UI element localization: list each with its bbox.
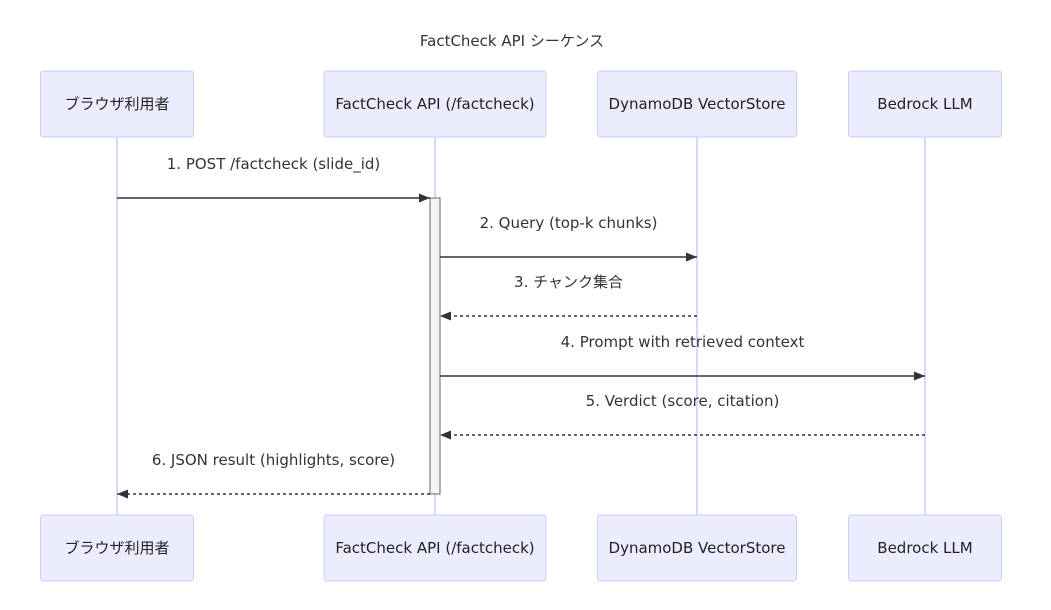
actor-box [848, 514, 1002, 582]
actor-box [323, 70, 547, 138]
activation-bars [429, 197, 441, 495]
message-3: 3. チャンク集合 [440, 273, 697, 321]
actor-llm-top: Bedrock LLM [848, 70, 1002, 138]
actor-db-bottom: DynamoDB VectorStore [597, 514, 797, 582]
message-label: 1. POST /factcheck (slide_id) [167, 155, 381, 174]
message-label: 2. Query (top-k chunks) [480, 214, 658, 232]
actor-db-top: DynamoDB VectorStore [597, 70, 797, 138]
actor-label: ブラウザ利用者 [64, 539, 169, 557]
actor-label: Bedrock LLM [877, 95, 972, 113]
message-6: 6. JSON result (highlights, score) [117, 451, 430, 499]
actor-box [40, 70, 194, 138]
actor-box [597, 70, 797, 138]
actor-label: ブラウザ利用者 [64, 95, 169, 113]
message-2: 2. Query (top-k chunks) [440, 214, 697, 262]
actor-label: DynamoDB VectorStore [609, 95, 786, 113]
actor-label: FactCheck API (/factcheck) [335, 539, 534, 557]
message-1: 1. POST /factcheck (slide_id) [117, 155, 430, 203]
messages: 1. POST /factcheck (slide_id) 2. Query (t… [117, 155, 925, 499]
message-label: 6. JSON result (highlights, score) [152, 451, 395, 469]
message-label: 5. Verdict (score, citation) [586, 392, 780, 410]
actor-user-top: ブラウザ利用者 [40, 70, 194, 138]
message-label: 4. Prompt with retrieved context [561, 333, 805, 351]
actor-label: Bedrock LLM [877, 539, 972, 557]
message-4: 4. Prompt with retrieved context [440, 333, 925, 381]
actor-llm-bottom: Bedrock LLM [848, 514, 1002, 582]
actor-box [597, 514, 797, 582]
message-5: 5. Verdict (score, citation) [440, 392, 925, 440]
actor-api-bottom: FactCheck API (/factcheck) [323, 514, 547, 582]
message-label: 3. チャンク集合 [514, 273, 623, 291]
actor-api-top: FactCheck API (/factcheck) [323, 70, 547, 138]
actor-user-bottom: ブラウザ利用者 [40, 514, 194, 582]
diagram-title: FactCheck API シーケンス [420, 32, 604, 50]
actor-label: DynamoDB VectorStore [609, 539, 786, 557]
actor-box [40, 514, 194, 582]
actor-box [323, 514, 547, 582]
actor-box [848, 70, 1002, 138]
activation-bar-api [429, 197, 441, 495]
actor-label: FactCheck API (/factcheck) [335, 95, 534, 113]
